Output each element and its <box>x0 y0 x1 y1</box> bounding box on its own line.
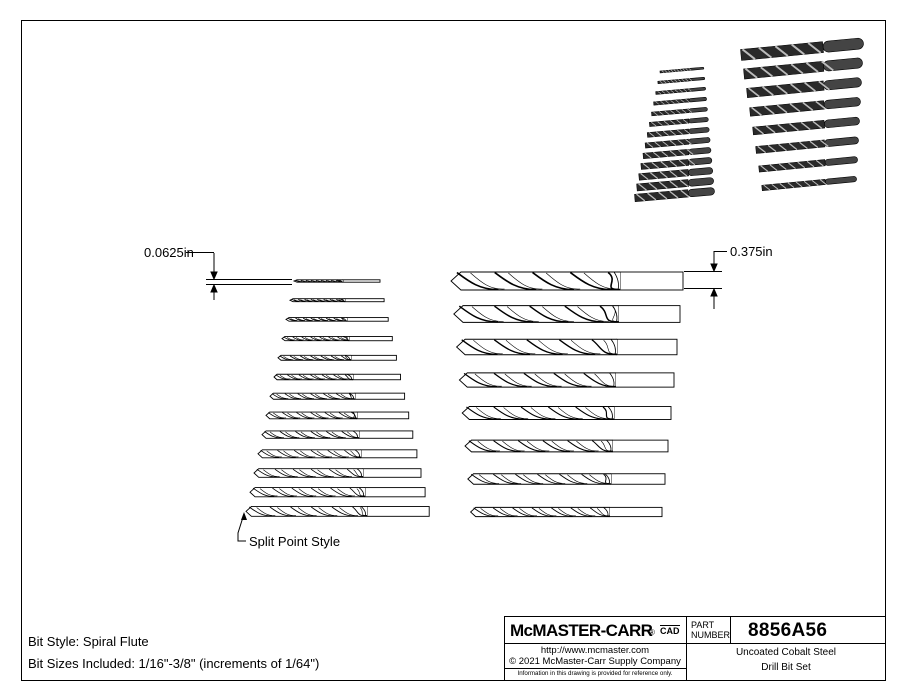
drill-bit <box>467 473 666 485</box>
small-diameter-label: 0.0625in <box>144 245 194 260</box>
isometric-drill-bit <box>636 177 714 192</box>
drill-bit <box>245 506 430 517</box>
drill-bit <box>257 449 418 459</box>
drill-bit <box>288 298 385 303</box>
copyright: © 2021 McMaster-Carr Supply Company <box>509 656 681 667</box>
disclaimer: Information in this drawing is provided … <box>517 670 673 677</box>
drill-bit <box>265 411 410 420</box>
isometric-drill-bit <box>651 107 708 117</box>
split-point-leader <box>237 512 247 542</box>
large-bit-column <box>450 271 684 518</box>
description-line-2: Drill Bit Set <box>761 662 811 673</box>
isometric-view <box>634 37 864 202</box>
bit-style-note: Bit Style: Spiral Flute <box>28 634 149 649</box>
part-number: 8856A56 <box>748 620 828 641</box>
logo-registered-mark: ® <box>649 628 655 637</box>
large-diameter-label: 0.375in <box>730 244 773 259</box>
isometric-drill-bit <box>657 76 706 84</box>
isometric-drill-bit <box>640 157 713 170</box>
part-label-line-2: NUMBER <box>691 630 731 640</box>
part-label-line-1: PART <box>691 620 715 630</box>
isometric-drill-bit <box>644 137 711 149</box>
isometric-drill-bit <box>749 97 861 117</box>
bit-sizes-note: Bit Sizes Included: 1/16"-3/8" (incremen… <box>28 656 320 671</box>
title-block-lines <box>504 616 886 681</box>
isometric-drill-bit <box>758 156 858 173</box>
split-point-label: Split Point Style <box>249 534 340 549</box>
isometric-drill-bit <box>752 116 860 136</box>
small-bit-column <box>245 279 430 517</box>
isometric-drill-bit <box>659 66 705 74</box>
drill-bit <box>261 430 414 439</box>
drill-bit <box>469 506 663 518</box>
drill-bit <box>277 354 397 361</box>
drill-bit <box>269 392 406 400</box>
isometric-drill-bit <box>740 37 864 61</box>
small-diameter-dimension <box>186 252 292 300</box>
drill-bit <box>455 338 678 356</box>
drill-bit <box>461 406 672 420</box>
isometric-drill-bit <box>634 187 715 202</box>
drill-bit <box>450 271 684 291</box>
isometric-drill-bit <box>743 57 863 80</box>
drill-bit <box>253 468 422 478</box>
drawing-border <box>21 20 886 681</box>
isometric-drill-bit <box>646 127 710 138</box>
isometric-drill-bit <box>642 147 712 160</box>
website-url: http://www.mcmaster.com <box>540 645 650 656</box>
drill-bit <box>281 336 393 342</box>
drill-bit <box>249 487 426 498</box>
logo: McMASTER-CARR ® CAD <box>508 618 684 642</box>
isometric-drill-bit <box>649 117 709 127</box>
drill-bit <box>292 279 381 283</box>
logo-text: McMASTER-CARR <box>510 621 653 640</box>
isometric-drill-bit <box>653 97 707 106</box>
isometric-drill-bit <box>761 176 857 191</box>
drill-bit <box>458 372 675 388</box>
drill-bit <box>273 373 401 381</box>
large-diameter-dimension <box>684 251 727 309</box>
drill-bit <box>453 305 681 323</box>
drill-bit <box>464 439 669 453</box>
isometric-drill-bit <box>755 136 859 154</box>
isometric-drill-bit <box>746 77 862 98</box>
isometric-drill-bit <box>655 87 706 95</box>
logo-cad: CAD <box>660 625 680 636</box>
part-number-label: PART NUMBER <box>691 620 730 640</box>
description-line-1: Uncoated Cobalt Steel <box>735 647 837 658</box>
isometric-drill-bit <box>638 167 714 181</box>
drill-bit <box>285 317 389 322</box>
